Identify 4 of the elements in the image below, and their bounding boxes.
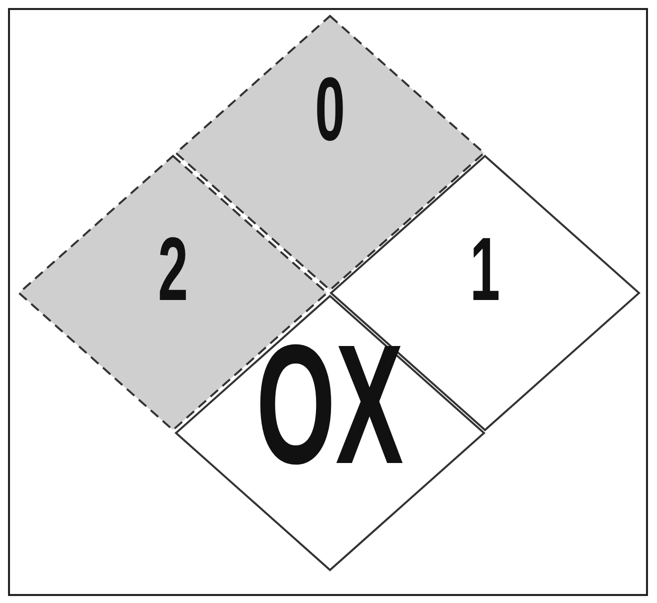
hazard-rating: 2 [158,225,188,315]
hazard-rating: 0 [314,65,346,155]
hazard-rating: OX [256,320,404,490]
hazard-rating: 1 [470,225,500,315]
